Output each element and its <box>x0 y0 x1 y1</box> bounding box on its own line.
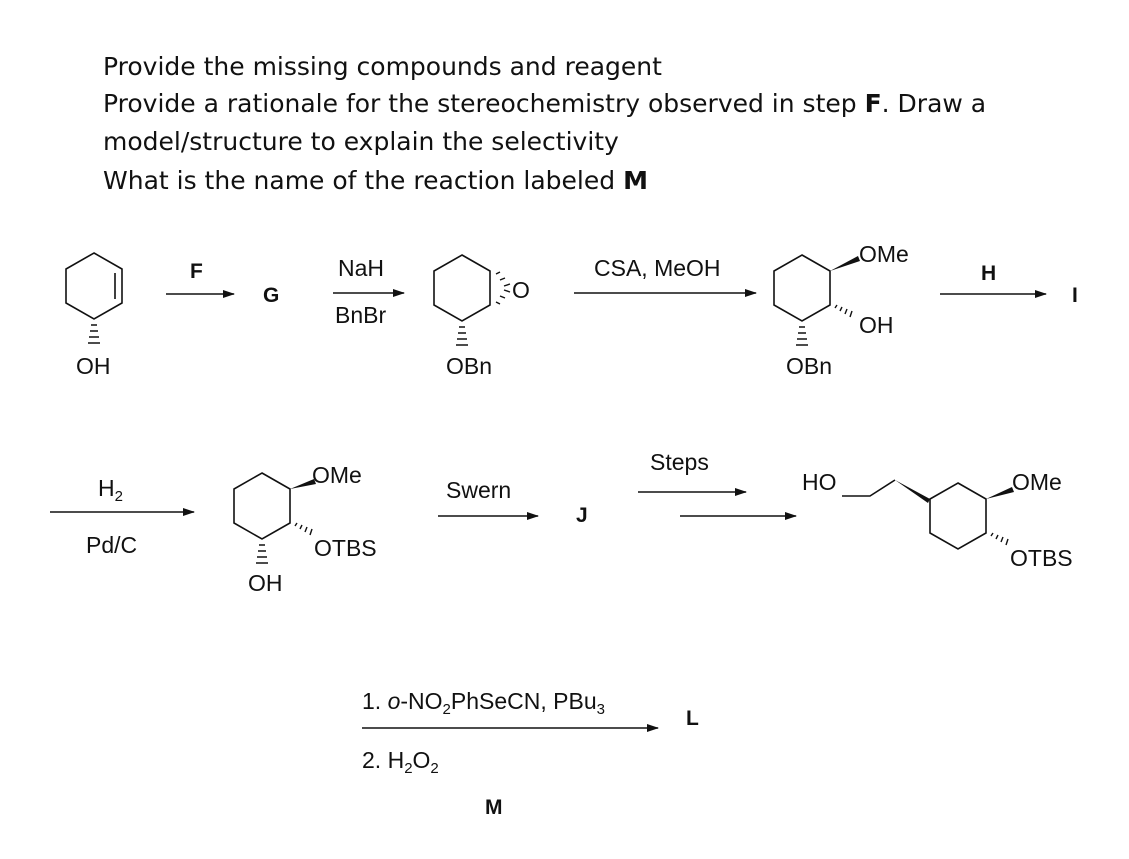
cyclohexenol-hashed-bond <box>88 324 100 344</box>
target-hashed-otbs <box>990 532 1009 546</box>
tbs-alcohol-hashed-oh <box>256 544 268 564</box>
tbs-alcohol-structure: OMe OTBS OH <box>233 462 377 596</box>
reagent-h2: H2 <box>98 475 123 505</box>
epoxide-structure: O OBn <box>433 254 530 379</box>
cyclohexenol-oh-label: OH <box>76 353 111 379</box>
question-2-bold: F <box>864 89 882 118</box>
tbs-alcohol-ome-label: OMe <box>312 462 362 488</box>
methoxy-alcohol-obn-label: OBn <box>786 353 832 379</box>
steps-label: Steps <box>650 449 709 475</box>
step-m-label: M <box>485 796 503 819</box>
tbs-alcohol-otbs-label: OTBS <box>314 535 377 561</box>
question-3: model/structure to explain the selectivi… <box>103 129 619 154</box>
reagent-selenation: 1. o-NO2PhSeCN, PBu3 <box>362 688 605 718</box>
methoxy-alcohol-hashed-oh <box>834 304 853 318</box>
target-side-chain <box>842 479 896 497</box>
reagent-csa-meoh: CSA, MeOH <box>594 255 721 281</box>
target-structure: HO OMe OTBS <box>802 469 1073 571</box>
target-ring-wedge <box>895 480 930 503</box>
methoxy-alcohol-structure: OMe OH OBn <box>773 241 909 379</box>
tbs-alcohol-ring <box>233 472 291 540</box>
methoxy-alcohol-ring <box>773 254 831 322</box>
target-ome-label: OMe <box>1012 469 1062 495</box>
target-otbs-label: OTBS <box>1010 545 1073 571</box>
question-4: What is the name of the reaction labeled… <box>103 168 648 193</box>
compound-i-label: I <box>1072 284 1078 307</box>
reagent-nah: NaH <box>338 255 384 281</box>
reagent-swern: Swern <box>446 477 511 503</box>
cyclohexenol-ring <box>65 252 123 320</box>
epoxide-hashed-obn <box>456 326 468 346</box>
step-h-label: H <box>981 262 996 285</box>
epoxide-o-label: O <box>512 277 530 303</box>
target-ho-label: HO <box>802 469 837 495</box>
compound-g-label: G <box>263 284 279 307</box>
epoxide-ring <box>433 254 491 322</box>
reagent-pd-c: Pd/C <box>86 532 137 558</box>
epoxide-obn-label: OBn <box>446 353 492 379</box>
target-ring <box>929 482 987 550</box>
question-4-bold: M <box>623 166 648 195</box>
reagent-peroxide: 2. H2O2 <box>362 747 439 777</box>
epoxide-hashed-top <box>495 271 511 287</box>
question-2-tail: . Draw a <box>881 89 987 118</box>
target-ome-wedge <box>986 487 1014 499</box>
cyclohexenol-structure: OH <box>65 252 123 379</box>
compound-l-label: L <box>686 707 699 730</box>
question-3-text: model/structure to explain the selectivi… <box>103 127 619 156</box>
question-2: Provide a rationale for the stereochemis… <box>103 91 986 116</box>
tbs-alcohol-wedge <box>290 479 316 489</box>
question-4-text: What is the name of the reaction labeled <box>103 166 624 195</box>
methoxy-alcohol-hashed-obn <box>796 326 808 346</box>
tbs-alcohol-oh-label: OH <box>248 570 283 596</box>
compound-j-label: J <box>576 504 588 527</box>
tbs-alcohol-hashed-otbs <box>294 522 313 536</box>
epoxide-hashed-bottom <box>495 289 511 305</box>
methoxy-alcohol-oh-label: OH <box>859 312 894 338</box>
question-1: Provide the missing compounds and reagen… <box>103 54 662 79</box>
question-2-text: Provide a rationale for the stereochemis… <box>103 89 865 118</box>
reagent-bnbr: BnBr <box>335 302 386 328</box>
step-f-label: F <box>190 260 203 283</box>
methoxy-alcohol-wedge <box>830 256 860 271</box>
methoxy-alcohol-ome-label: OMe <box>859 241 909 267</box>
question-1-text: Provide the missing compounds and reagen… <box>103 52 662 81</box>
